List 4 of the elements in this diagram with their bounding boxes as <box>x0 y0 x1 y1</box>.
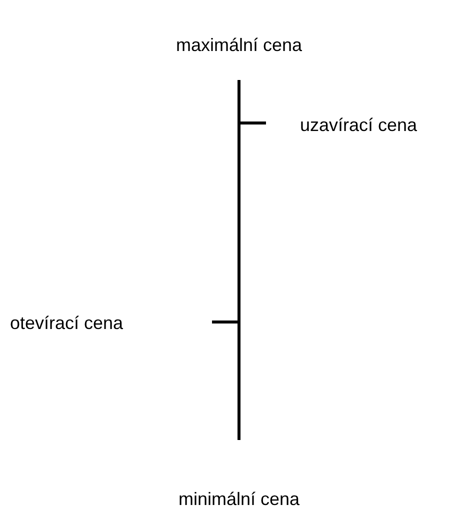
price-label: otevírací cena <box>10 312 124 334</box>
price-label: minimální cena <box>178 488 300 510</box>
price-label: maximální cena <box>176 34 302 56</box>
price-label: uzavírací cena <box>300 114 418 136</box>
